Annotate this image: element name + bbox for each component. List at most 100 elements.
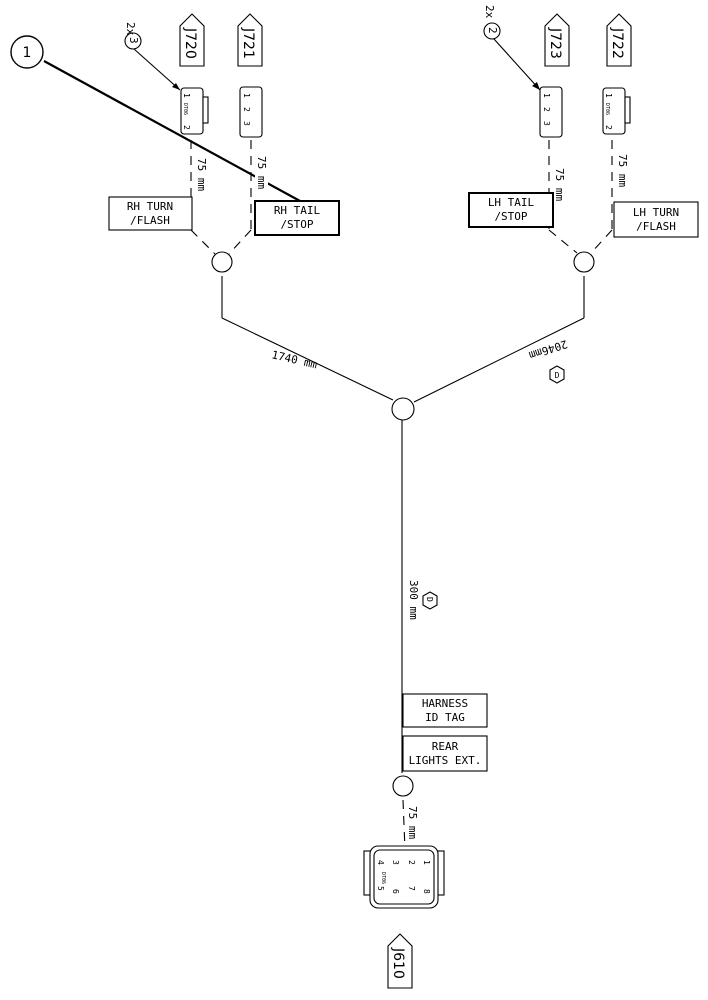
j720-pin-2: 2 <box>182 125 191 130</box>
j722-latch <box>624 96 631 124</box>
svg-text:2x: 2x <box>483 5 496 19</box>
j723-connector-body <box>539 86 563 138</box>
j723-ref-bubble <box>483 22 501 40</box>
j720-ref-bubble <box>124 32 142 50</box>
svg-text:HARNESS: HARNESS <box>422 697 468 710</box>
connector-j720: 2x 3 J720 1 DT06 2 <box>124 13 209 135</box>
trunk-note: D <box>422 591 438 610</box>
j610-tag <box>387 933 413 989</box>
j721-pin-1: 1 <box>242 93 251 98</box>
j723-tag-text: J723 <box>547 27 563 59</box>
svg-text:75 mm: 75 mm <box>195 158 208 191</box>
j610-connector-face <box>373 849 435 905</box>
left-branch-length: 1740 mm <box>270 348 318 371</box>
svg-text:/STOP: /STOP <box>280 218 313 231</box>
j720-ref-leader <box>133 48 181 91</box>
j610-pin-3: 3 <box>391 860 400 865</box>
j721-pin-3: 3 <box>242 121 251 126</box>
svg-text:D: D <box>555 371 560 380</box>
rh-splice <box>211 251 233 273</box>
j610-pin-6: 6 <box>391 889 400 894</box>
right-branch-length: 2046mm <box>527 337 569 362</box>
j720-mark: DT06 <box>182 103 188 115</box>
j723-pin-2: 2 <box>542 107 551 112</box>
lh-tail-label: LH TAIL /STOP <box>468 192 554 228</box>
rh-tail-label: RH TAIL /STOP <box>254 200 340 236</box>
right-branch-note: D <box>549 365 565 384</box>
svg-text:RH TURN: RH TURN <box>127 200 173 213</box>
svg-text:1740 mm: 1740 mm <box>270 348 318 371</box>
connector-j723: 2x 2 J723 1 2 3 <box>483 5 570 138</box>
connector-j721: J721 1 2 3 <box>237 13 263 138</box>
j721-connector-body <box>239 86 263 138</box>
svg-text:75 mm: 75 mm <box>616 154 629 187</box>
j721-tag-text: J721 <box>240 27 256 59</box>
j610-branch-wire <box>402 799 406 851</box>
svg-text:ID TAG: ID TAG <box>425 711 465 724</box>
j720-qty-label: 2x <box>124 22 137 36</box>
harness-wires <box>221 276 585 851</box>
lh-turn-label: LH TURN /FLASH <box>613 201 699 238</box>
j610-pin-4: 4 <box>376 860 385 865</box>
main-splice <box>391 397 415 421</box>
lh-branch-wires <box>548 140 613 254</box>
j720-length: 75 mm <box>195 156 208 200</box>
connector-j722: J722 1 DT06 2 <box>602 13 632 135</box>
j723-length: 75 mm <box>553 166 566 210</box>
j720-latch <box>202 96 209 124</box>
svg-text:LH TAIL: LH TAIL <box>488 196 535 209</box>
j723-tag <box>544 13 570 67</box>
j723-ref-leader <box>493 38 541 91</box>
svg-text:2046mm: 2046mm <box>527 337 569 362</box>
svg-text:/FLASH: /FLASH <box>636 220 676 233</box>
j722-tag-text: J722 <box>609 27 625 59</box>
j610-pin-8: 8 <box>422 889 431 894</box>
j721-length: 75 mm <box>255 154 268 198</box>
svg-text:300 mm: 300 mm <box>407 580 420 620</box>
svg-text:75 mm: 75 mm <box>255 156 268 189</box>
right-branch-wire <box>413 317 585 403</box>
j720-splice-wire <box>190 229 216 255</box>
svg-text:LH TURN: LH TURN <box>633 206 679 219</box>
j722-pin-1: 1 <box>604 93 613 98</box>
j723-splice-wire <box>548 229 578 254</box>
svg-text:REAR: REAR <box>432 740 459 753</box>
j610-length: 75 mm <box>406 804 419 848</box>
j721-tag <box>237 13 263 67</box>
svg-text:RH TAIL: RH TAIL <box>274 204 321 217</box>
svg-text:D: D <box>425 597 434 602</box>
j720-tag-text: J720 <box>182 27 198 59</box>
svg-text:75 mm: 75 mm <box>406 806 419 839</box>
j720-pin-1: 1 <box>182 93 191 98</box>
rear-splice <box>392 775 414 797</box>
j610-pin-7: 7 <box>407 886 416 891</box>
j610-pin-5: 5 <box>376 886 385 891</box>
j722-splice-wire <box>590 229 613 254</box>
j720-tag <box>179 13 205 67</box>
j722-length: 75 mm <box>616 152 629 196</box>
svg-text:75 mm: 75 mm <box>553 168 566 201</box>
j722-pin-2: 2 <box>604 125 613 130</box>
j722-tag <box>606 13 632 67</box>
j723-qty-label: 2x <box>483 5 496 19</box>
j723-pin-3: 3 <box>542 121 551 126</box>
j723-pin-1: 1 <box>542 93 551 98</box>
left-branch-wire <box>221 317 394 401</box>
j720-ref-number: 3 <box>127 37 140 44</box>
rh-turn-label: RH TURN /FLASH <box>108 196 193 231</box>
j721-splice-wire <box>228 229 252 255</box>
harness-id-tag-label: HARNESS ID TAG <box>402 693 488 728</box>
j610-mark: DT06 <box>380 872 386 884</box>
j610-pin-2: 2 <box>407 860 416 865</box>
j610-connector-body <box>369 845 439 909</box>
callout-bubble <box>10 35 44 69</box>
rh-branch-wires <box>190 140 252 255</box>
j721-pin-2: 2 <box>242 107 251 112</box>
trunk-length: 300 mm <box>407 580 420 620</box>
svg-text:LIGHTS EXT.: LIGHTS EXT. <box>409 754 482 767</box>
svg-text:2x: 2x <box>124 22 137 36</box>
connector-j610: 4 3 2 1 5 6 7 8 DT06 J610 <box>363 845 445 989</box>
j722-mark: DT06 <box>604 103 610 115</box>
lh-splice <box>573 251 595 273</box>
